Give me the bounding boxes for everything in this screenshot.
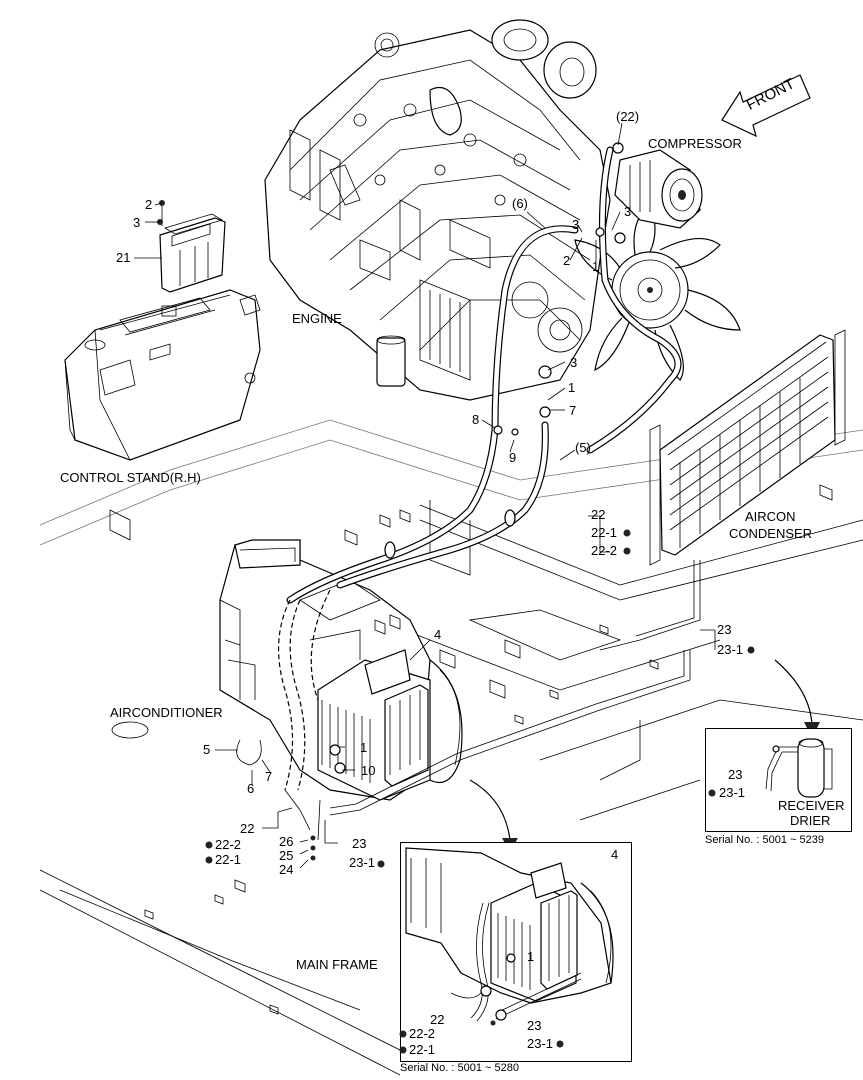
callout-3-mid: 3 xyxy=(570,355,578,370)
callout-22-paren: (22) xyxy=(616,109,640,124)
main-frame-label: MAIN FRAME xyxy=(296,957,378,972)
airconditioner-detail-inset xyxy=(400,842,632,1062)
callout-3-hose: 3 xyxy=(572,217,580,232)
callout-23-inset-right: 23 xyxy=(728,767,743,782)
callout-23-1-inset-right: 23-1 xyxy=(719,785,746,800)
front-arrow xyxy=(721,74,811,138)
callout-4: 4 xyxy=(434,627,442,642)
callout-22: 22 xyxy=(591,507,606,522)
engine-drawing xyxy=(264,19,611,401)
callout-6-paren: (6) xyxy=(512,196,528,211)
callout-23-1-right: 23-1 xyxy=(717,642,744,657)
callout-9: 9 xyxy=(509,450,517,465)
callout-22-1-bottom: 22-1 xyxy=(215,852,242,867)
callout-6: 6 xyxy=(247,781,255,796)
callout-26: 26 xyxy=(279,834,294,849)
control-stand-label: CONTROL STAND(R.H) xyxy=(60,470,201,485)
callout-23-1-bottom: 23-1 xyxy=(349,855,376,870)
fan-drawing xyxy=(574,204,741,381)
compressor-drawing xyxy=(612,142,703,229)
callout-23-right: 23 xyxy=(717,622,732,637)
condenser-label: CONDENSER xyxy=(729,526,813,541)
callout-2-top: 2 xyxy=(145,197,153,212)
callout-1-ac: 1 xyxy=(360,740,368,755)
callout-2-hose: 2 xyxy=(563,253,571,268)
receiver-drier-inset xyxy=(705,728,852,832)
callout-1-mid: 1 xyxy=(568,380,576,395)
hoses-drawing xyxy=(236,146,701,861)
aircon-condenser-drawing xyxy=(649,329,846,566)
callout-23-bottom: 23 xyxy=(352,836,367,851)
callout-22-1-inset-bottom: 22-1 xyxy=(409,1042,436,1057)
airconditioner-detail-drawing xyxy=(405,847,614,1026)
callout-22-bottom: 22 xyxy=(240,821,255,836)
control-panel-21-drawing xyxy=(157,200,226,293)
callout-3-compressor: 3 xyxy=(624,204,632,219)
compressor-label: COMPRESSOR xyxy=(648,136,742,151)
airconditioner-label: AIRCONDITIONER xyxy=(110,705,223,720)
control-stand-drawing xyxy=(64,289,261,461)
callout-5: 5 xyxy=(203,742,211,757)
callout-10: 10 xyxy=(361,763,376,778)
callout-23-inset-bottom: 23 xyxy=(527,1018,542,1033)
receiver-label-1: RECEIVER xyxy=(778,798,845,813)
callout-22-1: 22-1 xyxy=(591,525,618,540)
callout-1-inset-bottom: 1 xyxy=(527,949,535,964)
main-frame-drawing xyxy=(39,419,863,1076)
serial-bottom-inset: Serial No. : 5001 ~ 5280 xyxy=(400,1062,519,1074)
callout-5-paren: (5) xyxy=(575,440,591,455)
callout-22-inset-bottom: 22 xyxy=(430,1012,445,1027)
receiver-drier-drawing xyxy=(765,738,833,798)
receiver-label-2: DRIER xyxy=(790,813,831,828)
callout-8: 8 xyxy=(472,412,480,427)
aircon-label: AIRCON xyxy=(745,509,796,524)
callout-22-2-bottom: 22-2 xyxy=(215,837,242,852)
callout-22-2: 22-2 xyxy=(591,543,618,558)
callout-7: 7 xyxy=(265,769,273,784)
callout-24: 24 xyxy=(279,862,294,877)
engine-label: ENGINE xyxy=(292,311,342,326)
callout-1-hose: 1 xyxy=(592,259,600,274)
callout-4-inset-bottom: 4 xyxy=(611,847,619,862)
callout-23-1-inset-bottom: 23-1 xyxy=(527,1036,554,1051)
callout-3-top: 3 xyxy=(133,215,141,230)
callout-7-mid: 7 xyxy=(569,403,577,418)
leader-lines xyxy=(134,122,769,869)
airconditioner-unit-drawing xyxy=(219,539,463,801)
callout-22-2-inset-bottom: 22-2 xyxy=(409,1026,436,1041)
serial-right-inset: Serial No. : 5001 ~ 5239 xyxy=(705,834,824,846)
callout-25: 25 xyxy=(279,848,294,863)
callout-21: 21 xyxy=(116,250,131,265)
